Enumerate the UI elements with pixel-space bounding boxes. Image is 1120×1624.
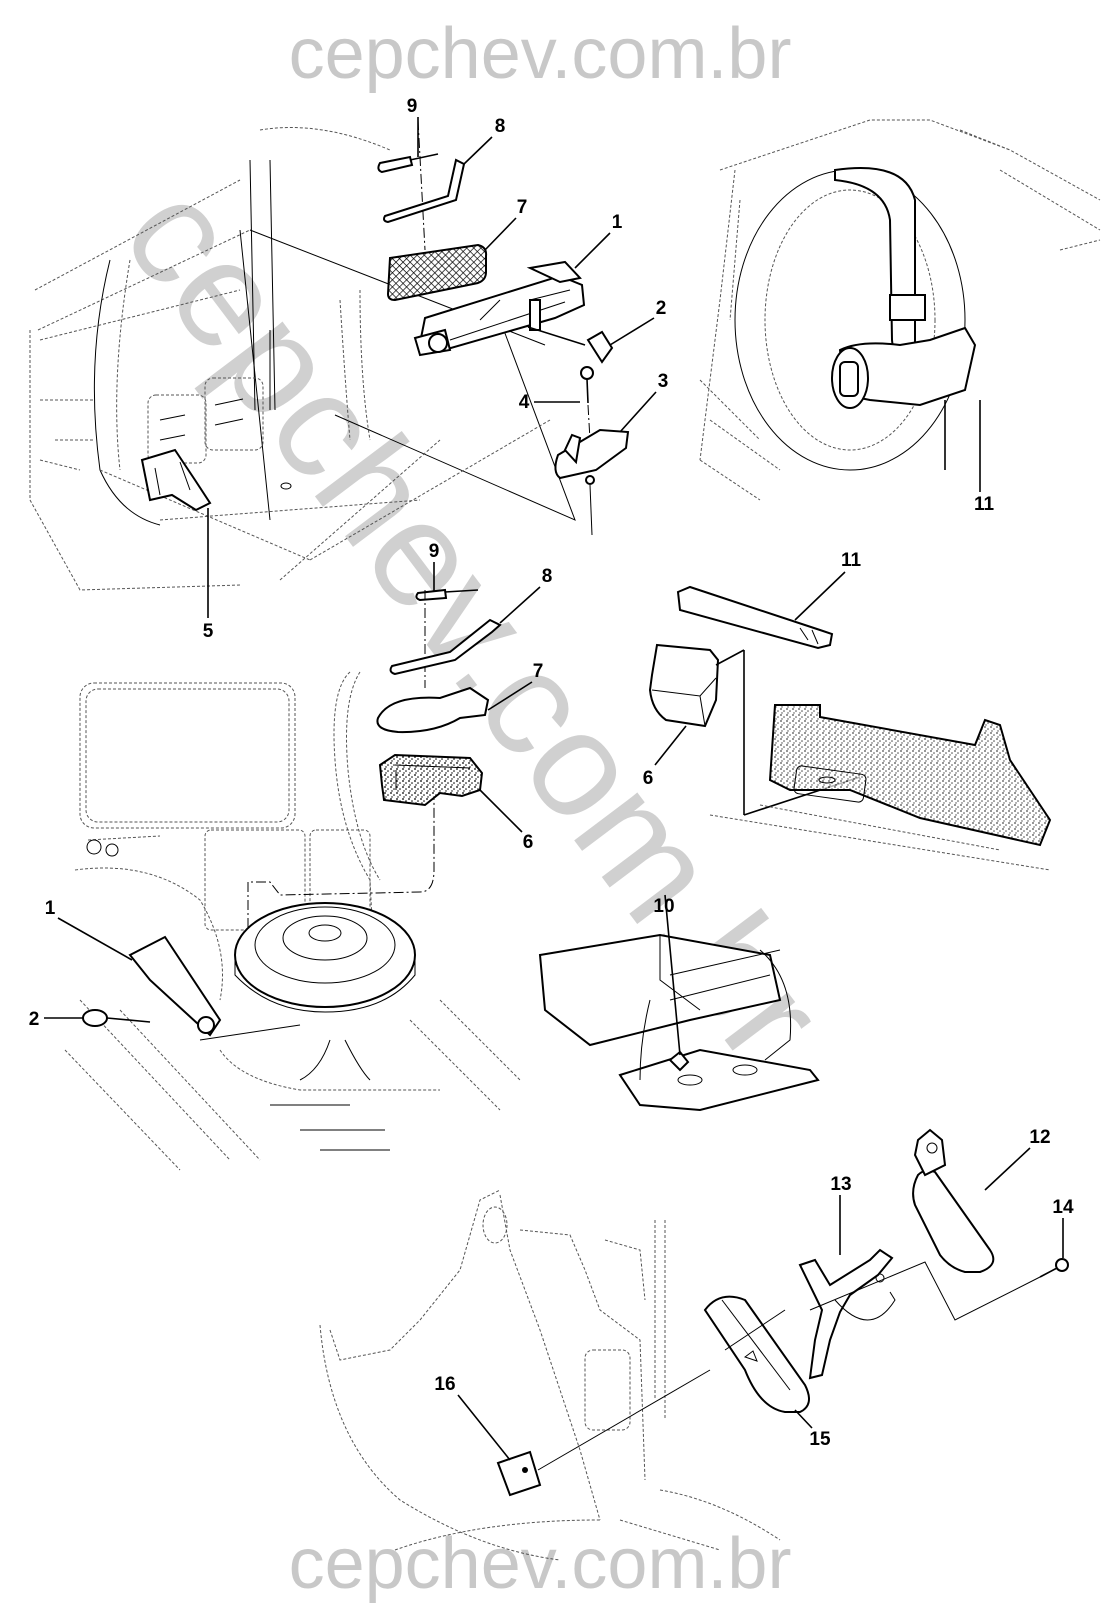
part-4-screw <box>580 366 594 380</box>
view-middle-left <box>64 671 521 1171</box>
part-2-jack-handle-floor <box>82 1009 108 1027</box>
watermark-bottom: cepchev.com.br <box>289 1524 792 1604</box>
part-14-bolt <box>1055 1258 1069 1272</box>
view-center <box>538 894 820 1112</box>
callout-15: 15 <box>809 1429 831 1450</box>
view-middle-right <box>648 585 1052 871</box>
callout-14: 14 <box>1052 1197 1074 1218</box>
part-8-wheel-wrench-2 <box>389 618 502 676</box>
part-6-tool-tray <box>378 753 484 807</box>
callout-11-strap: 11 <box>841 550 862 571</box>
watermark-top: cepchev.com.br <box>289 14 792 94</box>
spare-wheel <box>734 169 966 471</box>
callout-8-tray: 8 <box>542 566 553 587</box>
callout-3: 3 <box>658 371 669 392</box>
part-9-screwdriver-2 <box>415 588 448 602</box>
callout-7-tray: 7 <box>533 661 544 682</box>
callout-9: 9 <box>407 96 418 117</box>
well-lid <box>618 1048 820 1112</box>
part-6-pouch <box>648 643 720 728</box>
callout-6-tray: 6 <box>523 832 534 853</box>
part-7-tool-bag <box>386 243 488 302</box>
well-box <box>538 933 782 1047</box>
part-3-jack-bracket <box>554 428 630 480</box>
part-2-jack-handle <box>586 330 614 364</box>
callout-6-pouch: 6 <box>643 768 654 789</box>
callout-8: 8 <box>495 116 506 137</box>
callout-16: 16 <box>434 1374 455 1395</box>
view-upper-left <box>29 127 576 591</box>
callout-9-tray: 9 <box>429 541 440 562</box>
callout-13: 13 <box>830 1174 851 1195</box>
part-8-wheel-wrench <box>383 158 466 224</box>
middle-left-parts <box>376 588 502 807</box>
callout-4: 4 <box>519 392 530 413</box>
part-1-jack <box>413 260 586 357</box>
callout-1-floor: 1 <box>45 898 56 919</box>
part-16-clip <box>496 1450 542 1497</box>
callout-12: 12 <box>1029 1127 1050 1148</box>
callout-5: 5 <box>203 621 214 642</box>
callouts: 9 8 7 1 2 4 3 5 11 9 8 7 6 1 2 11 6 <box>29 96 1074 1461</box>
callout-11-wheel: 11 <box>974 494 995 515</box>
callout-2-floor: 2 <box>29 1009 40 1030</box>
spare-wheel-floor <box>234 902 416 1008</box>
callout-2: 2 <box>656 298 667 319</box>
part-13-extinguisher-bracket <box>798 1248 894 1380</box>
part-12-fire-extinguisher <box>912 1128 995 1273</box>
part-15-cover <box>703 1295 810 1413</box>
part-5-support <box>140 448 212 512</box>
part-7-tool-bag-2 <box>376 686 490 734</box>
part-9-screwdriver <box>377 155 414 174</box>
part-1-jack-floor <box>128 935 222 1037</box>
view-lower <box>319 1128 1069 1561</box>
part-10-fastener <box>668 1050 690 1072</box>
part-11-strap-loose <box>676 585 834 650</box>
callout-10: 10 <box>653 896 674 917</box>
view-upper-right <box>699 119 1101 501</box>
upper-left-parts <box>377 119 630 536</box>
callout-7: 7 <box>517 197 528 218</box>
callout-1: 1 <box>612 212 623 233</box>
